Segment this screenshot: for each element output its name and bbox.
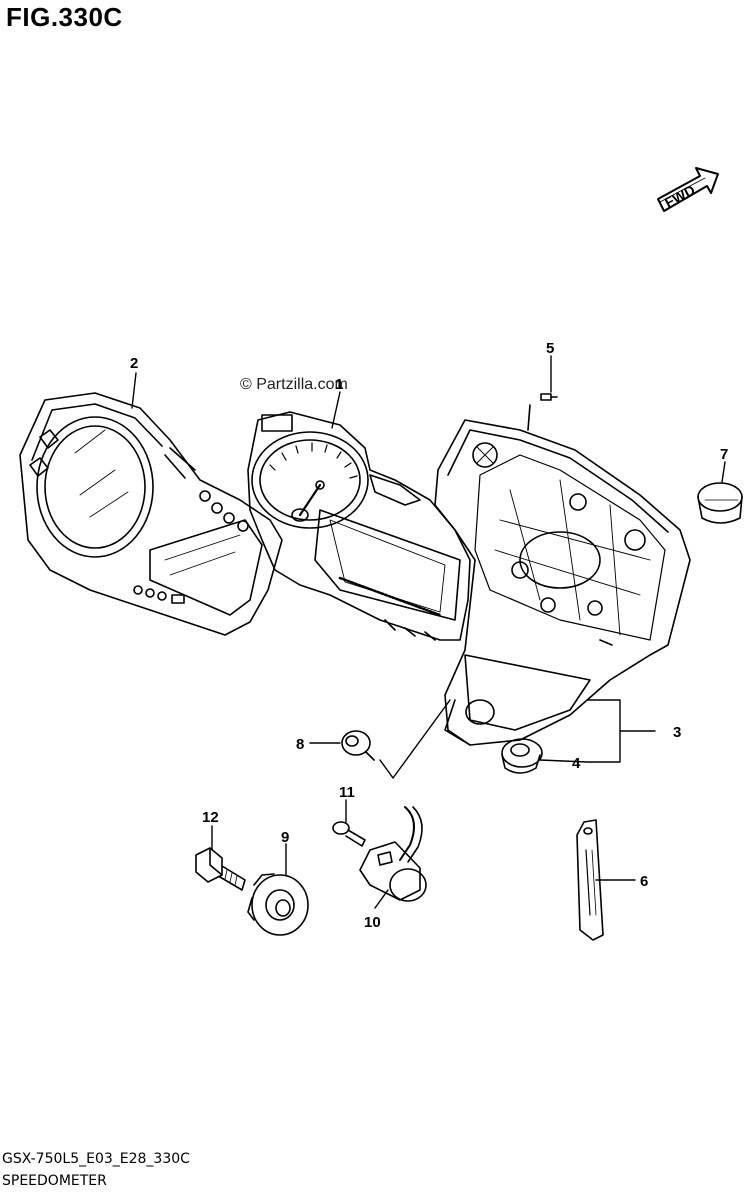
callout-7: 7 [720, 446, 728, 463]
callout-3: 3 [673, 724, 681, 741]
screw-part-11 [332, 821, 366, 847]
screw-part-5 [540, 393, 558, 401]
fwd-arrow-icon: FWD [657, 167, 719, 212]
callout-11: 11 [339, 784, 355, 801]
cushion-part-4 [501, 738, 543, 774]
grommet-part-7 [697, 482, 743, 524]
figure-title: FIG.330C [6, 2, 123, 32]
fwd-label: FWD [662, 182, 698, 211]
callout-8: 8 [296, 736, 304, 753]
collar-part-9 [247, 873, 309, 936]
callout-1: 1 [335, 376, 343, 393]
leader-lines [131, 355, 726, 909]
callout-5: 5 [546, 340, 554, 357]
callout-6: 6 [640, 873, 648, 890]
meter-case-part [434, 404, 691, 746]
meter-assembly-part [247, 411, 471, 641]
callout-12: 12 [202, 809, 219, 826]
figure-code: GSX-750L5_E03_E28_330C [2, 1151, 190, 1167]
meter-cover-part [19, 392, 283, 636]
figure-name: SPEEDOMETER [2, 1173, 107, 1189]
callout-4: 4 [572, 755, 581, 772]
callout-2: 2 [130, 355, 138, 372]
bracket-part-6 [576, 819, 604, 941]
callout-9: 9 [281, 829, 289, 846]
callout-labels: 1 2 3 4 5 6 7 8 9 10 11 12 [130, 340, 728, 931]
bolt-part-12 [195, 847, 246, 891]
bolt-part-8 [341, 730, 375, 761]
speed-sensor-part-10 [359, 806, 427, 902]
watermark: © Partzilla.com [240, 376, 348, 393]
callout-10: 10 [364, 914, 381, 931]
